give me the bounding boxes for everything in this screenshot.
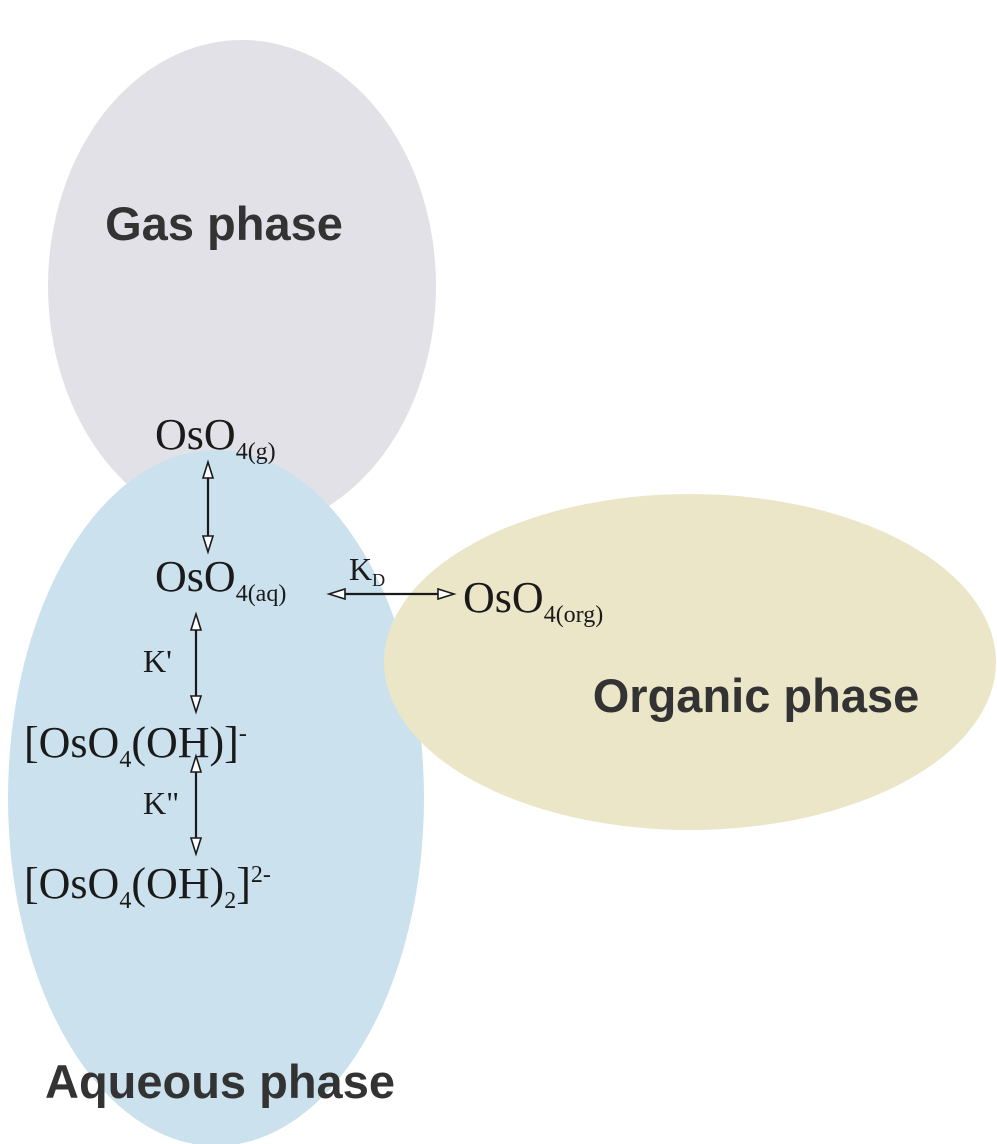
species-oso4-org: OsO4(org) <box>463 573 603 628</box>
species-oso4-oh2: [OsO4(OH)2]2- <box>24 859 271 914</box>
organic-phase-label: Organic phase <box>593 669 920 722</box>
species-oso4-gas: OsO4(g) <box>155 410 276 465</box>
equilibrium-arrow-aqueous-organic <box>326 587 457 601</box>
constant-kd-label: KD <box>349 551 385 590</box>
equilibrium-arrow-k1 <box>189 611 203 715</box>
aqueous-phase-label: Aqueous phase <box>45 1055 395 1108</box>
equilibrium-arrow-k2 <box>189 753 203 857</box>
aqueous-phase-ellipse <box>8 450 424 1144</box>
gas-phase-label: Gas phase <box>105 197 343 250</box>
organic-phase-ellipse <box>384 494 996 830</box>
species-oso4-aq: OsO4(aq) <box>155 552 286 607</box>
constant-k2-label: K" <box>143 785 179 821</box>
gas-phase-ellipse <box>48 40 436 532</box>
species-oso4-oh: [OsO4(OH)]- <box>24 718 247 773</box>
equilibrium-arrow-gas-aqueous <box>201 459 215 555</box>
constant-k1-label: K' <box>143 643 172 679</box>
